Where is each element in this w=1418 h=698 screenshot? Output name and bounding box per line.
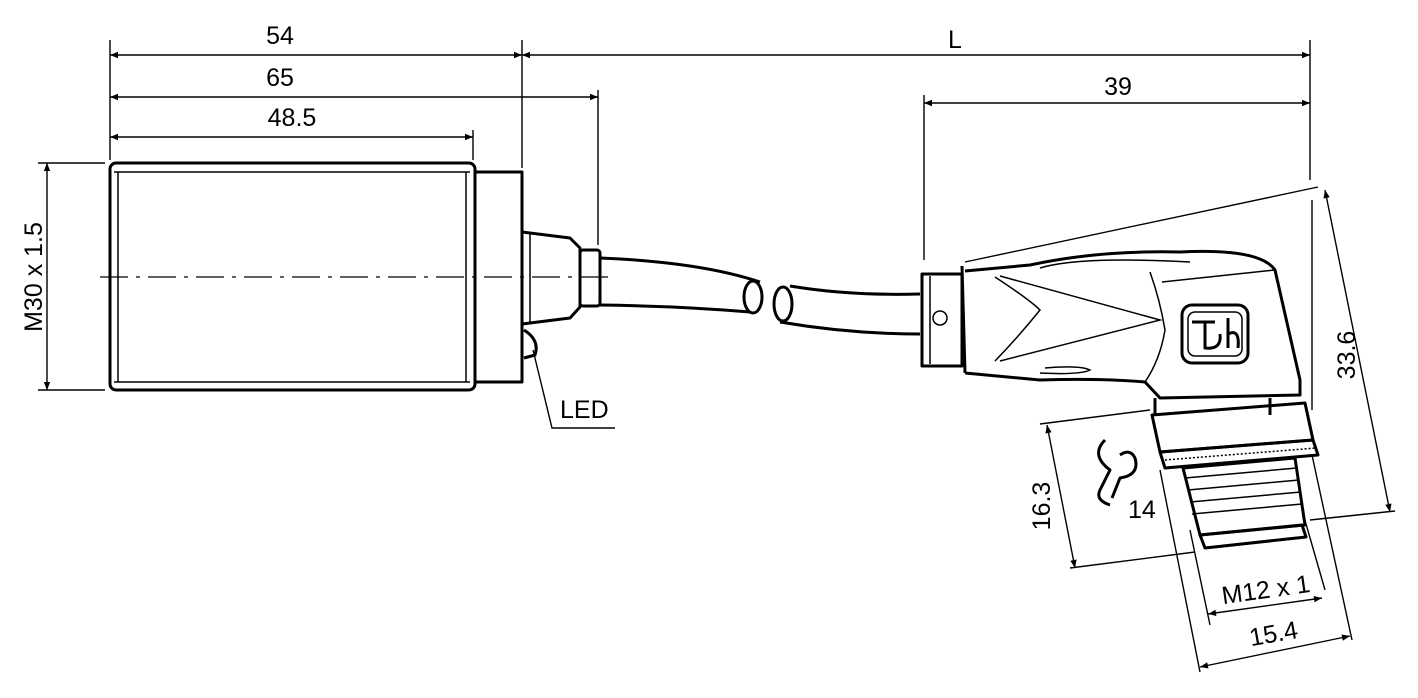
dim-15-4: 15.4	[1247, 616, 1300, 652]
dimension-labels: 54 L 65 48.5 39 M30 x 1.5 LED 33.6 16.3 …	[20, 22, 1361, 652]
cable	[599, 256, 921, 336]
wrench-icon	[1097, 438, 1138, 507]
dimension-lines	[38, 40, 1396, 673]
wrench-size: 14	[1128, 496, 1156, 524]
dim-54: 54	[266, 22, 294, 50]
brand-logo	[1180, 303, 1250, 365]
dim-33-6: 33.6	[1333, 331, 1361, 380]
dim-16-3: 16.3	[1028, 482, 1056, 531]
sensor-body	[100, 161, 615, 392]
dim-m12-thread: M12 x 1	[1220, 570, 1312, 610]
dim-48-5: 48.5	[268, 104, 317, 132]
dim-39: 39	[1104, 73, 1132, 101]
dim-m30-thread: M30 x 1.5	[20, 222, 48, 332]
dim-65: 65	[266, 64, 294, 92]
dim-L: L	[948, 26, 962, 54]
led-label: LED	[560, 396, 609, 424]
angled-connector	[920, 249, 1320, 550]
